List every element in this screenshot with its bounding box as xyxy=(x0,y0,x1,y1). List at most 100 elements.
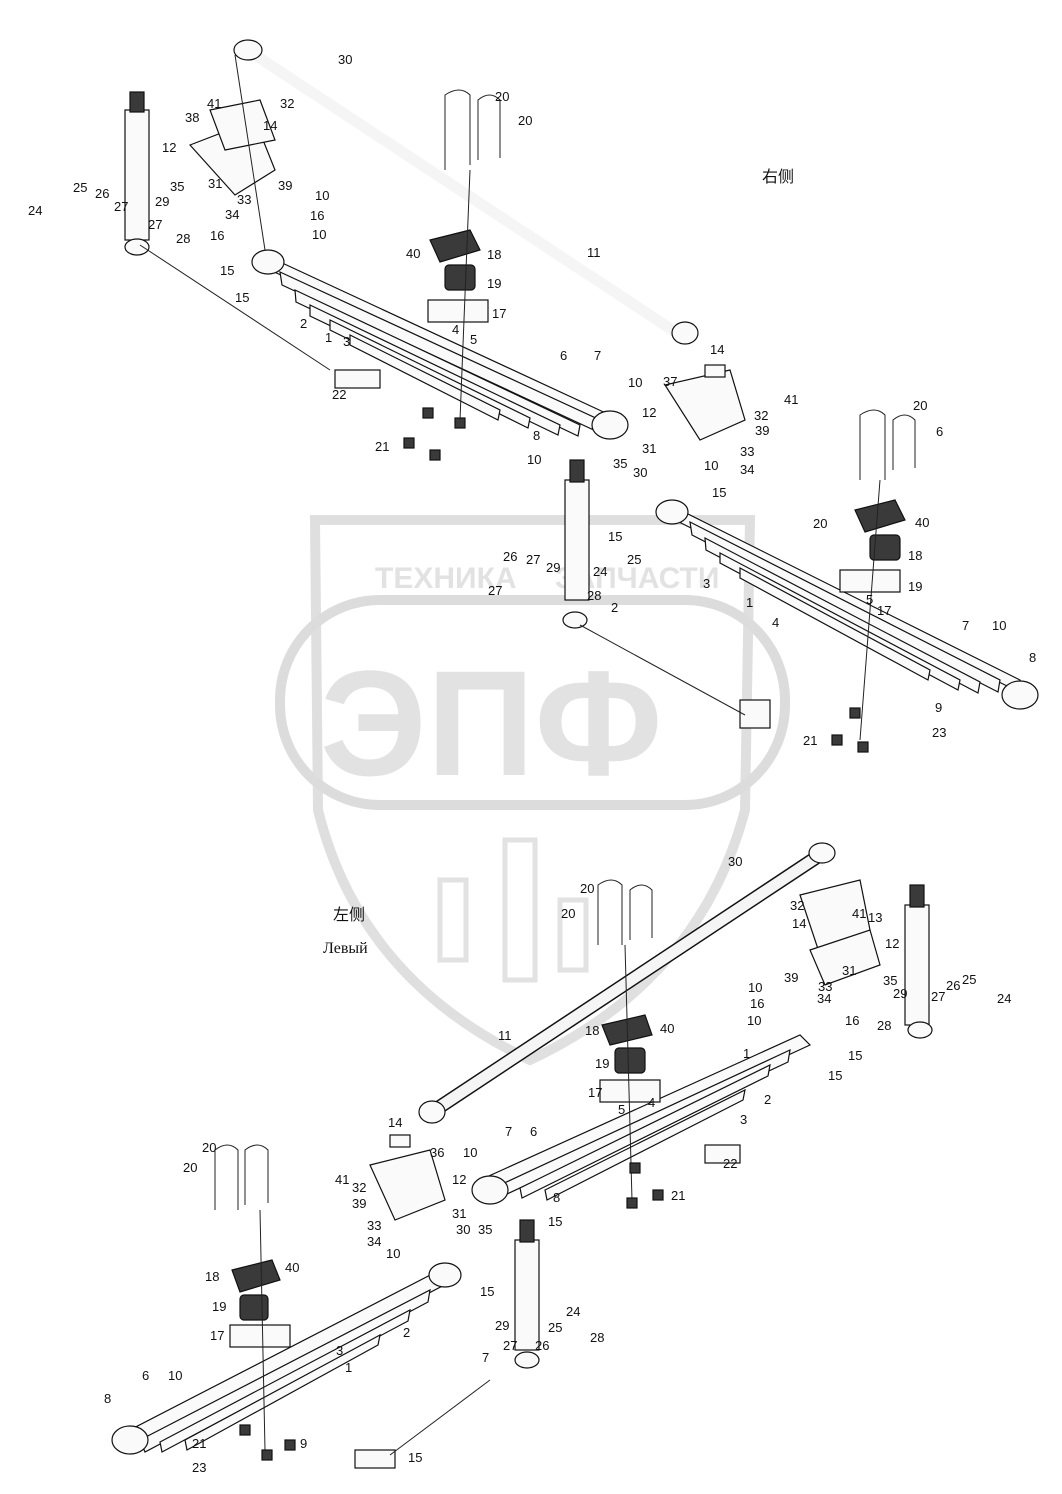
callout: 8 xyxy=(553,1190,560,1205)
callout: 24 xyxy=(566,1304,580,1319)
watermark-buildings xyxy=(437,837,589,983)
callout: 25 xyxy=(627,552,641,567)
callout: 11 xyxy=(498,1028,512,1043)
callout: 7 xyxy=(962,618,969,633)
callout: 21 xyxy=(375,439,389,454)
callout: 19 xyxy=(908,579,922,594)
callout: 14 xyxy=(710,342,724,357)
callouts-middle: 14 37 41 12 32 39 31 35 30 33 34 10 10 1… xyxy=(488,342,1036,748)
callout: 12 xyxy=(452,1172,466,1187)
callout: 41 xyxy=(852,906,866,921)
callout: 20 xyxy=(813,516,827,531)
callout: 4 xyxy=(452,322,459,337)
callout: 5 xyxy=(866,592,873,607)
callout: 6 xyxy=(560,348,567,363)
callout: 22 xyxy=(332,387,346,402)
callout: 27 xyxy=(931,989,945,1004)
callout: 10 xyxy=(315,188,329,203)
callout: 12 xyxy=(162,140,176,155)
callout: 40 xyxy=(285,1260,299,1275)
callout: 34 xyxy=(740,462,754,477)
callout: 24 xyxy=(28,203,42,218)
callout: 16 xyxy=(750,996,764,1011)
watermark-top-left: ТЕХНИКА xyxy=(375,562,517,595)
watermark: ТЕХНИКА ЗАПЧАСТИ ЭПФ xyxy=(275,515,790,1066)
callout: 1 xyxy=(746,595,753,610)
lower-assembly-left xyxy=(111,842,933,1469)
callout: 1 xyxy=(325,330,332,345)
callout: 27 xyxy=(503,1338,517,1353)
callout: 29 xyxy=(893,986,907,1001)
callout: 3 xyxy=(740,1112,747,1127)
callout: 26 xyxy=(503,549,517,564)
watermark-logo: ЭПФ xyxy=(320,639,663,807)
callout: 7 xyxy=(505,1124,512,1139)
callout: 14 xyxy=(388,1115,402,1130)
callout: 19 xyxy=(487,276,501,291)
callout: 23 xyxy=(192,1460,206,1475)
left-side-label-ru: Левый xyxy=(323,940,368,957)
callout: 24 xyxy=(593,564,607,579)
callout: 15 xyxy=(712,485,726,500)
callout: 20 xyxy=(183,1160,197,1175)
callout: 16 xyxy=(845,1013,859,1028)
callouts-lower: 30 32 41 13 14 12 31 35 39 33 34 29 27 2… xyxy=(104,854,1011,1475)
middle-leaf-spring xyxy=(668,503,1027,697)
callout: 39 xyxy=(784,970,798,985)
callout: 10 xyxy=(312,227,326,242)
callout: 21 xyxy=(671,1188,685,1203)
callout: 39 xyxy=(352,1196,366,1211)
callout: 37 xyxy=(663,374,677,389)
callout: 20 xyxy=(518,113,532,128)
callout: 33 xyxy=(818,979,832,994)
callout: 34 xyxy=(225,207,239,222)
callout: 29 xyxy=(546,560,560,575)
callout: 7 xyxy=(594,348,601,363)
callout: 17 xyxy=(210,1328,224,1343)
callout: 32 xyxy=(754,408,768,423)
callout: 10 xyxy=(386,1246,400,1261)
callout: 27 xyxy=(526,552,540,567)
callout: 25 xyxy=(962,972,976,987)
callout: 10 xyxy=(704,458,718,473)
callout: 25 xyxy=(548,1320,562,1335)
callout: 30 xyxy=(456,1222,470,1237)
callout: 10 xyxy=(168,1368,182,1383)
callout: 10 xyxy=(628,375,642,390)
callout: 28 xyxy=(877,1018,891,1033)
middle-assembly xyxy=(562,364,1039,753)
callout: 33 xyxy=(740,444,754,459)
callout: 10 xyxy=(747,1013,761,1028)
callout: 19 xyxy=(595,1056,609,1071)
left-side-label-cn: 左侧 xyxy=(333,906,365,924)
callout: 14 xyxy=(792,916,806,931)
callout: 21 xyxy=(192,1436,206,1451)
callout: 15 xyxy=(608,529,622,544)
callout: 31 xyxy=(452,1206,466,1221)
callout: 3 xyxy=(703,576,710,591)
callout: 30 xyxy=(728,854,742,869)
callout: 33 xyxy=(367,1218,381,1233)
callout: 20 xyxy=(913,398,927,413)
callout: 36 xyxy=(430,1145,444,1160)
callout: 15 xyxy=(235,290,249,305)
callout: 15 xyxy=(408,1450,422,1465)
callout: 18 xyxy=(908,548,922,563)
callout: 18 xyxy=(585,1023,599,1038)
callout: 10 xyxy=(992,618,1006,633)
callout: 28 xyxy=(590,1330,604,1345)
callout: 29 xyxy=(155,194,169,209)
callout: 20 xyxy=(561,906,575,921)
callout: 22 xyxy=(723,1156,737,1171)
callout: 21 xyxy=(803,733,817,748)
callout: 8 xyxy=(533,428,540,443)
callout: 5 xyxy=(470,332,477,347)
callout: 12 xyxy=(642,405,656,420)
callout: 16 xyxy=(310,208,324,223)
callout: 32 xyxy=(790,898,804,913)
callout: 32 xyxy=(280,96,294,111)
callout: 16 xyxy=(210,228,224,243)
watermark-shield xyxy=(309,515,756,1066)
callout: 2 xyxy=(764,1092,771,1107)
